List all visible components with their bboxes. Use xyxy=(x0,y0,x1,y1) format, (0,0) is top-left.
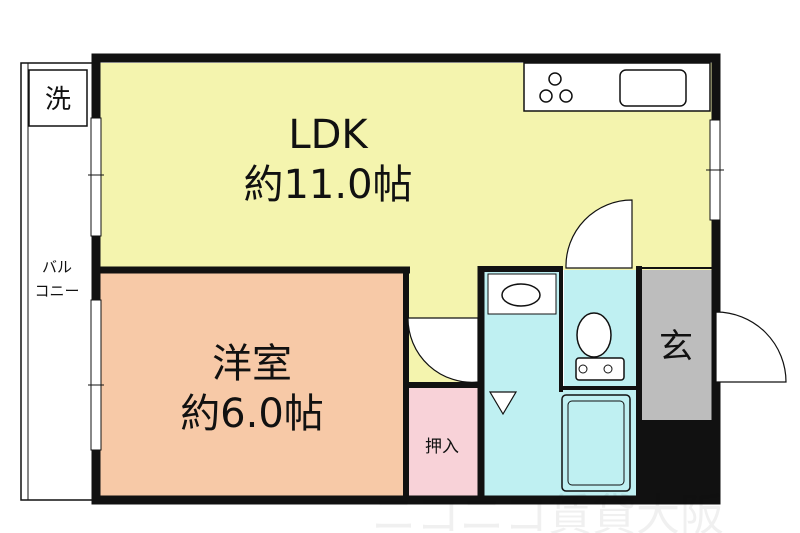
toilet-tank-icon xyxy=(575,357,625,381)
bathtub-inner-icon xyxy=(567,400,625,486)
washbasin-bowl-icon xyxy=(501,283,541,307)
kitchen-counter xyxy=(523,62,711,112)
toilet-bowl-icon xyxy=(576,312,612,358)
balcony-area xyxy=(20,62,94,501)
balcony-label-line2: コニー xyxy=(34,282,79,300)
entrance-area xyxy=(641,270,712,420)
stove-burner-icon xyxy=(559,89,573,103)
closet-area xyxy=(407,386,479,496)
shoe-storage xyxy=(641,420,712,498)
entrance-label: 玄 xyxy=(659,327,693,367)
stove-burner-icon xyxy=(548,72,562,86)
closet-label: 押入 xyxy=(425,437,459,457)
washer-label: 洗 xyxy=(45,85,71,115)
kitchen-sink-icon xyxy=(619,69,687,107)
western-name-label: 洋室 xyxy=(212,341,292,387)
toilet-knob-icon xyxy=(578,364,588,374)
balcony-label-line1: バル xyxy=(42,258,72,276)
western-size-label: 約6.0帖 xyxy=(180,391,324,437)
door-swing-western xyxy=(407,317,479,383)
ldk-name-label: LDK xyxy=(288,112,369,158)
washer-space xyxy=(28,69,88,127)
window-western xyxy=(90,299,102,451)
western-room xyxy=(100,272,404,496)
door-swing-bath xyxy=(488,391,518,416)
window-ldk xyxy=(90,117,102,237)
door-swing-ldk xyxy=(565,199,633,269)
watermark-text: ニコニコ賃貸大阪 xyxy=(372,490,724,533)
toilet-knob-icon xyxy=(603,364,613,374)
entrance-door-swing xyxy=(715,311,787,383)
stove-burner-icon xyxy=(539,89,553,103)
bathtub-icon xyxy=(561,394,631,492)
washbasin-icon xyxy=(487,273,557,315)
ldk-size-label: 約11.0帖 xyxy=(243,162,412,208)
